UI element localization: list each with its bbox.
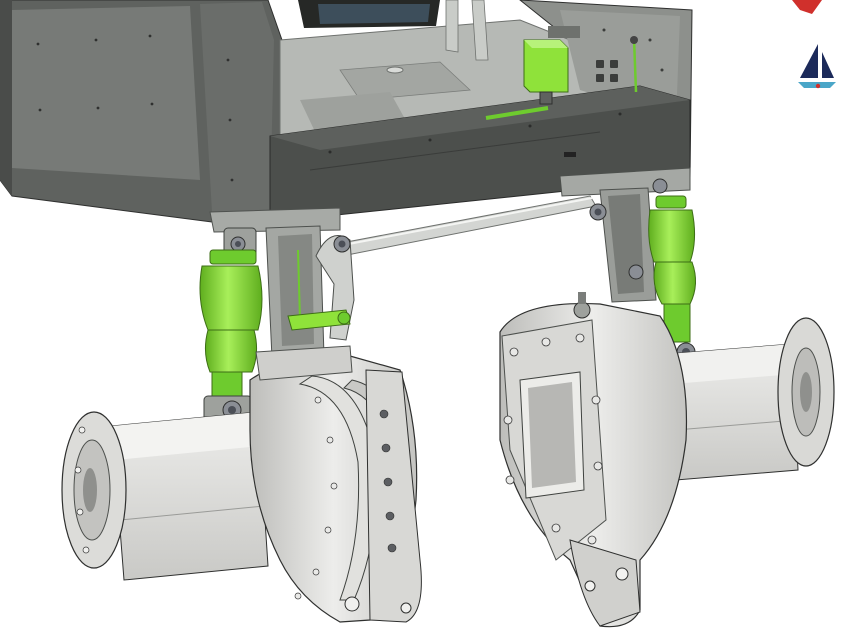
right-spring-assembly: [559, 167, 696, 362]
left-spring-assembly: [199, 225, 355, 423]
logo-sail-icon: [800, 44, 818, 78]
level-sensor-icon: [287, 309, 351, 331]
brand-logo: [792, 0, 836, 89]
right-hub-casting: [499, 292, 835, 628]
height-valve-box: [485, 36, 638, 120]
vehicle-frame: [0, 0, 693, 233]
left-hub-casting: [61, 345, 422, 623]
right-air-spring: [648, 195, 696, 362]
logo-red-flag-icon: [792, 0, 822, 14]
